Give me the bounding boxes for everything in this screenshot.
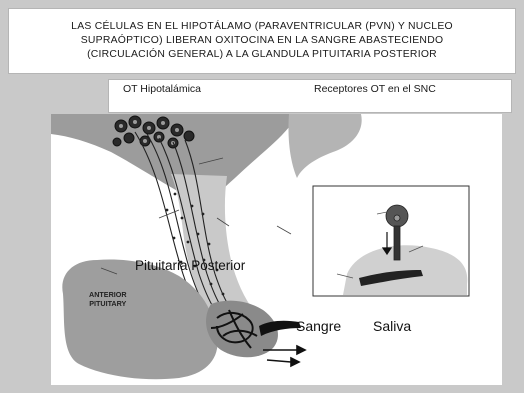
saliva-label: Saliva <box>373 318 411 334</box>
caption-line-1: LAS CÉLULAS EN EL HIPOTÁLAMO (PARAVENTRI… <box>71 20 453 34</box>
blood-label: Sangre <box>296 318 341 334</box>
cns-receptors-label: Receptores OT en el SNC <box>314 83 436 95</box>
caption-line-2: SUPRAÓPTICO) LIBERAN OXITOCINA EN LA SAN… <box>81 34 444 48</box>
labels-box: OT Hipotalámica Receptores OT en el SNC <box>108 79 512 113</box>
caption-line-3: (CIRCULACIÓN GENERAL) A LA GLANDULA PITU… <box>87 48 437 62</box>
upper-right-lobe <box>288 114 361 178</box>
hypothalamic-ot-label: OT Hipotalámica <box>123 83 201 95</box>
figure-illustration <box>51 114 502 385</box>
caption-box: LAS CÉLULAS EN EL HIPOTÁLAMO (PARAVENTRI… <box>8 8 516 74</box>
posterior-pituitary-label: Pituitaria Posterior <box>135 258 245 273</box>
